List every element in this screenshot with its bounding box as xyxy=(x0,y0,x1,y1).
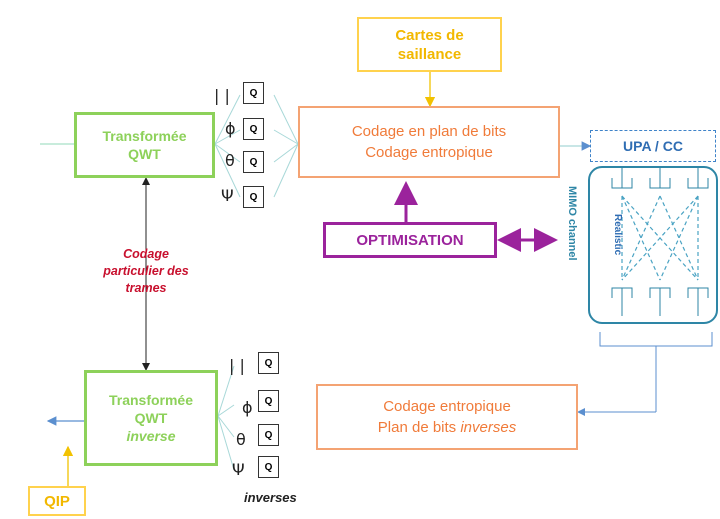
decoding-line1: Codage entropique xyxy=(383,398,511,415)
quantizer-group-bottom: Q xyxy=(258,390,283,416)
decoding-line2-b: inverses xyxy=(460,419,517,436)
mimo-channel-label: MIMO channel xyxy=(566,186,578,261)
symbol-theta-inv: θ xyxy=(236,430,246,449)
quantizer-group-top: Q xyxy=(243,151,268,177)
quantizer-group-top: Q xyxy=(243,82,268,108)
fanout-bottom xyxy=(217,365,235,471)
frames-line2: particulier des xyxy=(103,264,189,278)
inv-qwt-line2: QWT xyxy=(134,410,168,426)
quantizer-box: Q xyxy=(243,118,264,140)
inverse-quantizer-box: Q xyxy=(258,352,279,374)
quantizer-group-bottom: Q xyxy=(258,352,283,378)
optimisation-box: OPTIMISATION xyxy=(323,222,497,258)
inv-qwt-line1: Transformée xyxy=(108,392,194,408)
saliency-line1: Cartes de xyxy=(395,26,464,44)
channel-output-bracket xyxy=(577,332,713,416)
qwt-box: Transformée QWT xyxy=(74,112,215,178)
quantizer-group-top: Q xyxy=(243,186,268,212)
coding-line2: Codage entropique xyxy=(365,144,493,161)
fanin-top xyxy=(273,94,299,198)
fanout-top xyxy=(214,94,241,198)
saliency-maps-box: Cartes de saillance xyxy=(357,17,502,72)
quantizer-box: Q xyxy=(243,186,264,208)
inverses-caption: inverses xyxy=(244,490,297,505)
mimo-channel-frame xyxy=(588,166,718,324)
symbol-phi: ϕ xyxy=(225,119,236,138)
quantizer-group-bottom: Q xyxy=(258,456,283,482)
decoding-line2: Plan de bits inverses xyxy=(378,417,516,438)
qwt-line1: Transformée xyxy=(102,128,187,144)
saliency-line2: saillance xyxy=(397,45,462,63)
bitplane-coding-box: Codage en plan de bits Codage entropique xyxy=(298,106,560,178)
decoding-line2-a: Plan de bits xyxy=(377,419,461,436)
inv-qwt-line3: inverse xyxy=(126,428,176,444)
quantizer-group-bottom: Q xyxy=(258,424,283,450)
realistic-label: Realistic xyxy=(612,214,623,256)
quantizer-group-top: Q xyxy=(243,118,268,144)
symbol-psi: Ψ xyxy=(221,186,234,205)
upa-cc-box: UPA / CC xyxy=(590,130,716,162)
coding-line1: Codage en plan de bits xyxy=(351,123,507,140)
frames-coding-label: Codage particulier des trames xyxy=(78,246,214,297)
qwt-line2: QWT xyxy=(128,146,161,162)
symbol-wavelet-inv: | | xyxy=(229,356,245,375)
frames-line3: trames xyxy=(125,281,167,295)
symbol-phi-inv: ϕ xyxy=(242,398,253,417)
qip-box: QIP xyxy=(28,486,86,516)
inverse-quantizer-box: Q xyxy=(258,456,279,478)
symbol-wavelet: | | xyxy=(214,86,230,105)
frames-line1: Codage xyxy=(123,247,169,261)
inverse-quantizer-box: Q xyxy=(258,424,279,446)
symbol-psi-inv: Ψ xyxy=(232,460,245,479)
inverse-qwt-box: Transformée QWT inverse xyxy=(84,370,218,466)
quantizer-box: Q xyxy=(243,151,264,173)
entropy-decoding-box: Codage entropique Plan de bits inverses xyxy=(316,384,578,450)
mimo-paths xyxy=(621,195,699,281)
inverse-quantizer-box: Q xyxy=(258,390,279,412)
quantizer-box: Q xyxy=(243,82,264,104)
mimo-antennas xyxy=(611,166,709,316)
symbol-theta: θ xyxy=(225,151,235,170)
